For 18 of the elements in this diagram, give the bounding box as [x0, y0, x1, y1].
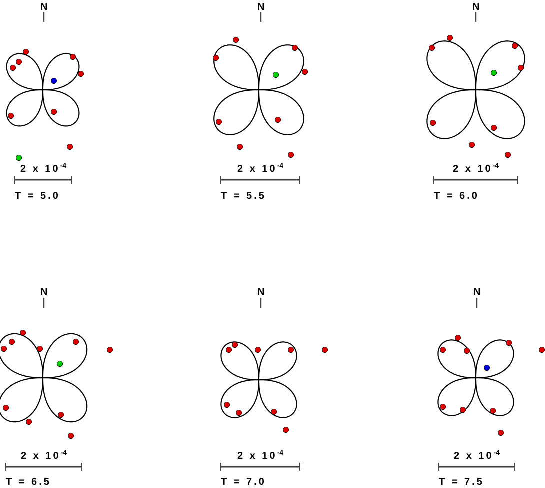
- time-label: T = 6.5: [6, 477, 52, 488]
- compass-label: N: [40, 2, 50, 14]
- scale-label: 2 x 10$^{-4}$: [453, 164, 500, 176]
- time-label: T = 7.5: [439, 477, 484, 488]
- compass-label: N: [472, 2, 482, 14]
- compass-label: N: [474, 287, 483, 299]
- time-label: T = 5.0: [15, 191, 60, 203]
- compass-label: N: [40, 287, 50, 299]
- scale-label: 2 x 10$^{-4}$: [238, 164, 284, 176]
- scale-label: 2 x 10$^{-4}$: [20, 164, 67, 176]
- time-label: T = 6.0: [434, 191, 480, 203]
- scale-label: 2 x 10$^{-4}$: [21, 451, 68, 463]
- scale-label: 2 x 10$^{-4}$: [454, 451, 500, 463]
- compass-label: N: [258, 2, 267, 14]
- scale-label: 2 x 10$^{-4}$: [238, 451, 284, 463]
- time-label: T = 7.0: [221, 477, 266, 488]
- compass-label: N: [258, 287, 267, 299]
- time-label: T = 5.5: [221, 191, 266, 203]
